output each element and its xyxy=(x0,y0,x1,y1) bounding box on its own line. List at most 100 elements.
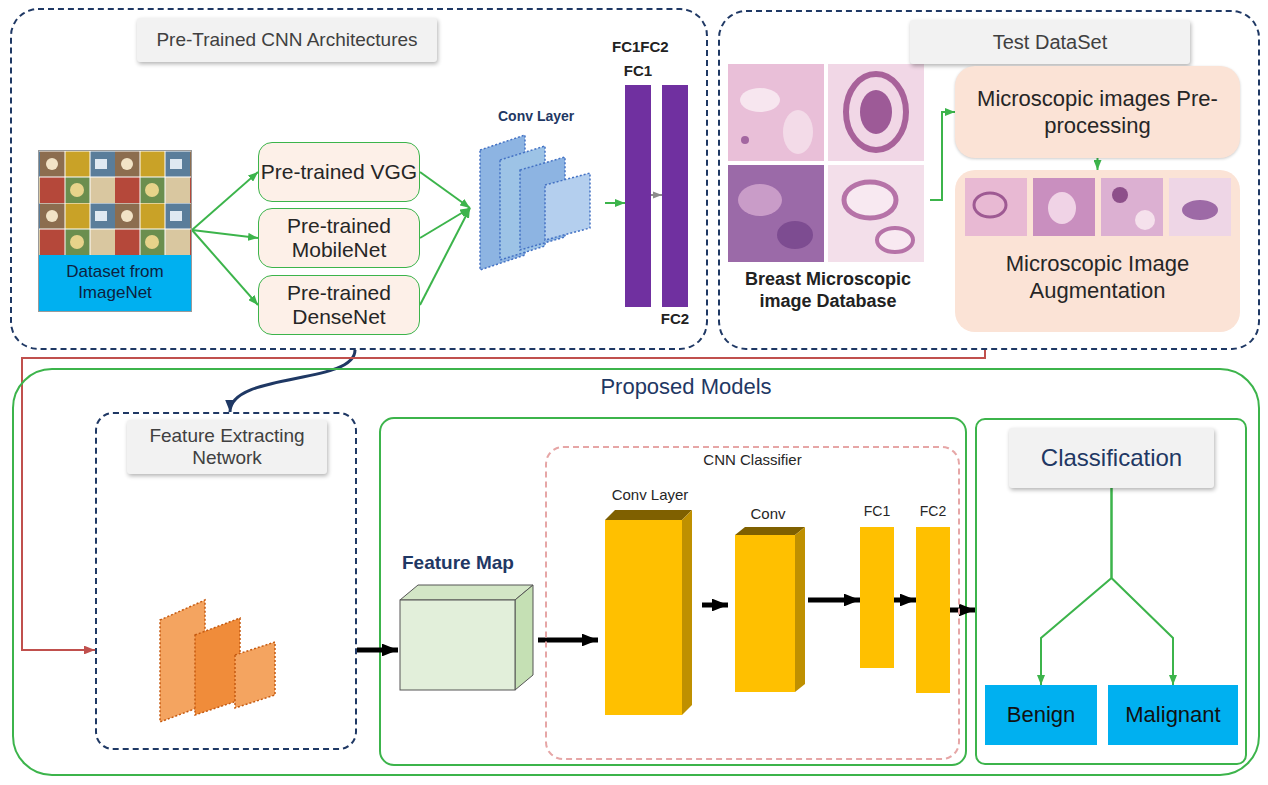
illustration-part xyxy=(783,110,813,154)
illustration-part xyxy=(1048,192,1076,224)
connector xyxy=(1112,488,1174,685)
connector xyxy=(1097,158,1099,170)
node-label: FC1 xyxy=(613,62,663,79)
connector xyxy=(702,603,728,608)
node-label: Conv xyxy=(728,505,808,522)
model-box: Pre-trained MobileNet xyxy=(258,208,420,268)
connector xyxy=(230,350,355,412)
feature-map-box xyxy=(400,585,533,690)
conv-stack-blue xyxy=(480,135,590,270)
label-holder: FC1FC2 xyxy=(612,38,669,55)
extractor-panel: Feature Extracting Network xyxy=(95,412,357,750)
region-panel: Test DataSetBreast Microscopic image Dat… xyxy=(718,10,1260,350)
region-panel: Proposed ModelsFeature Extracting Networ… xyxy=(12,368,1260,776)
node-label: FC2 xyxy=(916,503,950,519)
conv-blocks-yellow xyxy=(605,510,805,715)
node-label: Malignant xyxy=(1125,702,1220,728)
illustration-part xyxy=(235,642,275,708)
class-box: Benign xyxy=(985,685,1097,745)
fc-bar: FC2 xyxy=(662,85,688,307)
illustration-part xyxy=(877,228,913,252)
connector xyxy=(192,230,258,238)
connector xyxy=(930,112,955,200)
illustration-part xyxy=(828,64,924,161)
class-box: Malignant xyxy=(1108,685,1238,745)
classification-panel: ClassificationBenign Malignant xyxy=(975,418,1247,765)
node-label: Conv Layer xyxy=(598,486,702,503)
connector xyxy=(808,598,860,603)
illustration-part xyxy=(828,165,924,262)
fc-bar: FC1 xyxy=(625,85,651,307)
illustration-part xyxy=(846,74,906,150)
illustration-part xyxy=(740,88,780,112)
region-panel: Pre-Trained CNN ArchitecturesDataset fro… xyxy=(10,8,708,350)
fc-bar: FC1 xyxy=(860,503,894,668)
connector xyxy=(950,608,975,613)
node-label: Classification xyxy=(1009,428,1214,488)
connector xyxy=(22,350,985,650)
node-label: Test DataSet xyxy=(910,20,1190,64)
illustration-part xyxy=(1101,178,1163,236)
connector xyxy=(420,208,470,305)
illustration-part xyxy=(955,170,1240,332)
process-box: Microscopic Image Augmentation xyxy=(955,170,1240,332)
node-label: Proposed Models xyxy=(14,374,1258,400)
node-label: Dataset from ImageNet xyxy=(39,255,191,311)
illustration-part xyxy=(545,173,590,240)
imagenet-mosaic xyxy=(39,151,191,255)
illustration-part xyxy=(795,527,805,692)
breast-images xyxy=(728,64,924,262)
node-label: Pre-trained VGG xyxy=(259,160,419,184)
cnn-frame xyxy=(380,418,966,765)
image-database: Breast Microscopic image Database xyxy=(726,62,930,334)
connector xyxy=(651,194,662,196)
illustration-part xyxy=(515,585,533,690)
illustration-part xyxy=(738,184,782,216)
node-label: Pre-Trained CNN Architectures xyxy=(137,18,437,62)
classifier-region: CNN ClassifierConv LayerConvFC1FC2 xyxy=(545,446,960,760)
illustration-part xyxy=(860,90,892,134)
process-box: Microscopic images Pre-processing xyxy=(955,66,1240,158)
node-label: Microscopic Image Augmentation xyxy=(955,250,1240,304)
conv-stack-orange xyxy=(160,600,275,722)
connector xyxy=(357,648,398,653)
node-label: Benign xyxy=(1007,702,1076,728)
connector xyxy=(192,172,258,230)
illustration-part xyxy=(728,165,824,262)
illustration-part xyxy=(1033,178,1095,236)
illustration-part xyxy=(39,151,191,255)
illustration-part xyxy=(1135,210,1155,230)
illustration-part xyxy=(682,510,692,715)
illustration-part xyxy=(728,64,824,161)
connector xyxy=(1041,488,1112,685)
connector xyxy=(192,230,258,305)
node-label: FC2 xyxy=(650,310,700,327)
node-label: Breast Microscopic image Database xyxy=(726,268,930,312)
illustration-part xyxy=(974,193,1006,217)
fc-bar: FC2 xyxy=(916,503,950,693)
conv-block: Conv Layer xyxy=(598,486,702,720)
illustration-part xyxy=(195,618,240,715)
connector xyxy=(420,172,470,208)
illustration-part xyxy=(605,510,692,520)
node-label: Feature Extracting Network xyxy=(127,420,327,474)
connector xyxy=(605,202,625,204)
illustration-part xyxy=(741,136,749,144)
model-box: Pre-trained DenseNet xyxy=(258,275,420,335)
model-box: Pre-trained VGG xyxy=(258,142,420,202)
illustration-part xyxy=(400,600,515,690)
illustration-part xyxy=(965,178,1027,236)
illustration-part xyxy=(844,182,896,218)
dataset-band: Dataset from ImageNet xyxy=(38,150,192,312)
node-label: Conv Layer xyxy=(498,108,605,124)
node-label: FC1 xyxy=(860,503,894,519)
feature-map: Feature Map xyxy=(398,552,538,692)
fc-label: FC1FC2 xyxy=(612,38,669,55)
illustration-part xyxy=(735,535,795,692)
illustration-part xyxy=(1182,200,1218,220)
node-label: Pre-trained DenseNet xyxy=(259,281,419,329)
illustration-part xyxy=(1112,187,1128,203)
illustration-part xyxy=(605,520,682,715)
node-label: Feature Map xyxy=(402,552,538,574)
